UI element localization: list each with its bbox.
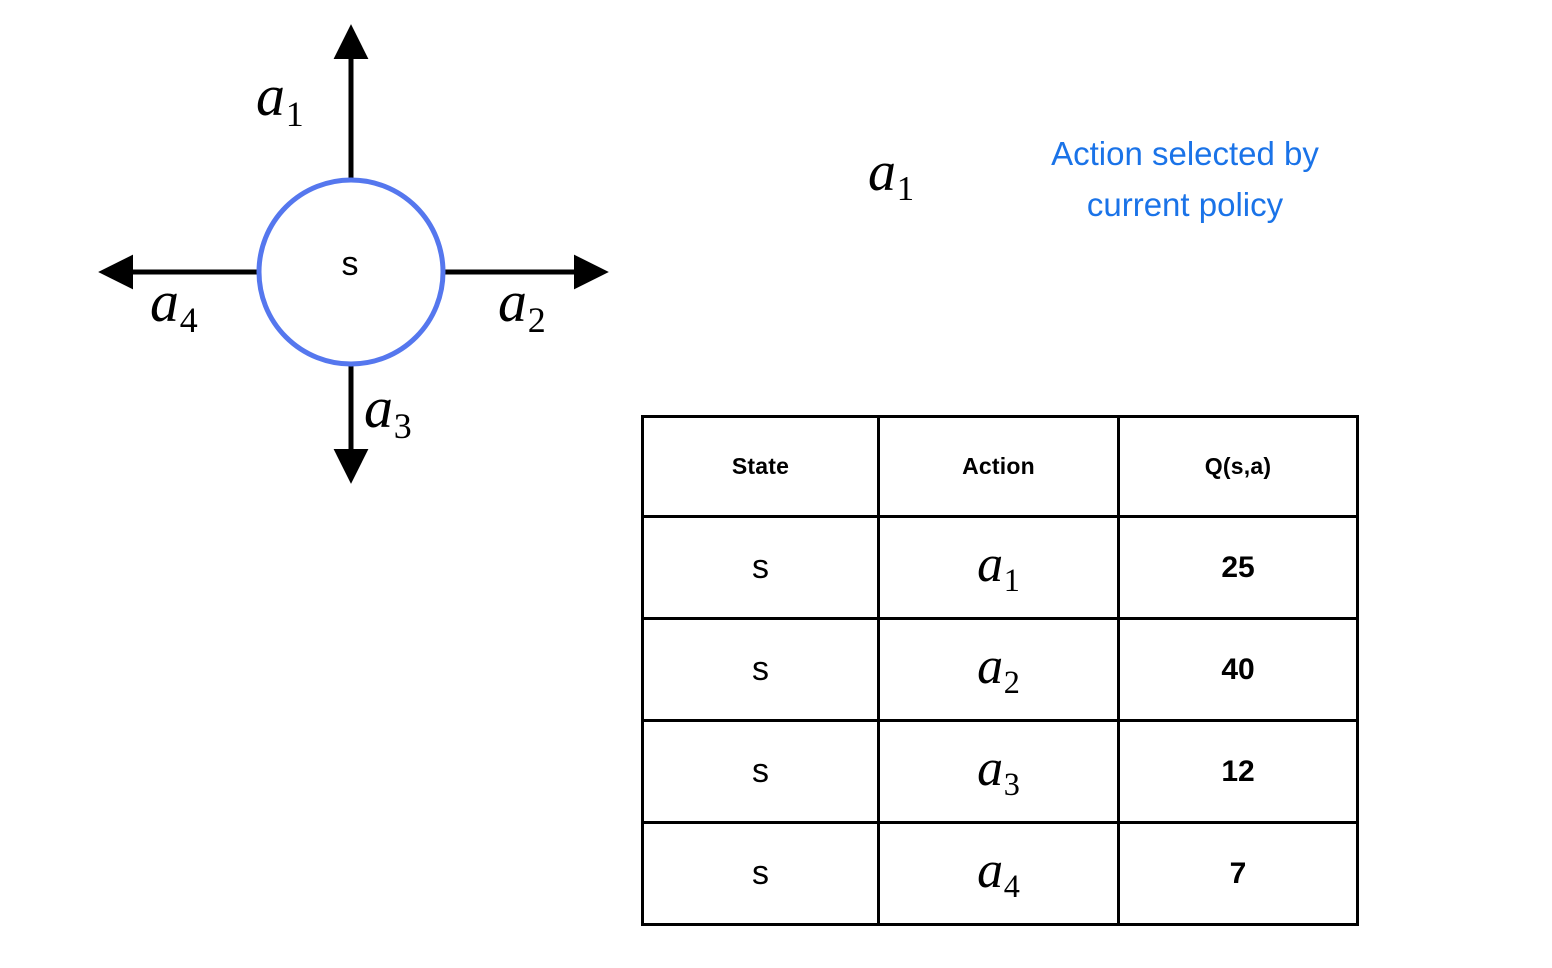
legend-caption-line2: current policy — [1086, 186, 1284, 224]
cell-action: a2 — [877, 617, 1120, 722]
table-row: s a2 40 — [641, 617, 1359, 722]
column-header-qvalue: Q(s,a) — [1117, 415, 1359, 518]
legend-caption-line1: Action selected by — [1051, 135, 1319, 172]
state-action-diagram — [98, 24, 609, 484]
q-value-table: State Action Q(s,a) s a1 25 s a2 — [641, 415, 1359, 926]
cell-action: a3 — [877, 719, 1120, 824]
cell-qvalue: 7 — [1117, 821, 1359, 926]
cell-action: a1 — [877, 515, 1120, 620]
cell-qvalue: 25 — [1117, 515, 1359, 620]
cell-action: a4 — [877, 821, 1120, 926]
legend-caption: Action selected by current policy — [1010, 128, 1360, 230]
cell-state: s — [641, 719, 880, 824]
table-header-row: State Action Q(s,a) — [641, 415, 1359, 518]
column-header-action: Action — [877, 415, 1120, 518]
action-label-a3: a3 — [364, 375, 412, 446]
table-row: s a4 7 — [641, 821, 1359, 926]
state-node-circle — [256, 177, 446, 367]
table-row: s a1 25 — [641, 515, 1359, 620]
table-row: s a3 12 — [641, 719, 1359, 824]
cell-qvalue: 40 — [1117, 617, 1359, 722]
action-label-a1: a1 — [256, 63, 304, 134]
column-header-state: State — [641, 415, 880, 518]
legend-action-symbol: a1 — [868, 141, 915, 209]
cell-qvalue: 12 — [1117, 719, 1359, 824]
policy-legend: a1 Action selected by current policy — [860, 128, 1360, 238]
cell-state: s — [641, 617, 880, 722]
action-label-a4: a4 — [150, 269, 198, 340]
cell-state: s — [641, 515, 880, 620]
state-node-label: s — [341, 245, 359, 283]
action-label-a2: a2 — [498, 269, 546, 340]
cell-state: s — [641, 821, 880, 926]
